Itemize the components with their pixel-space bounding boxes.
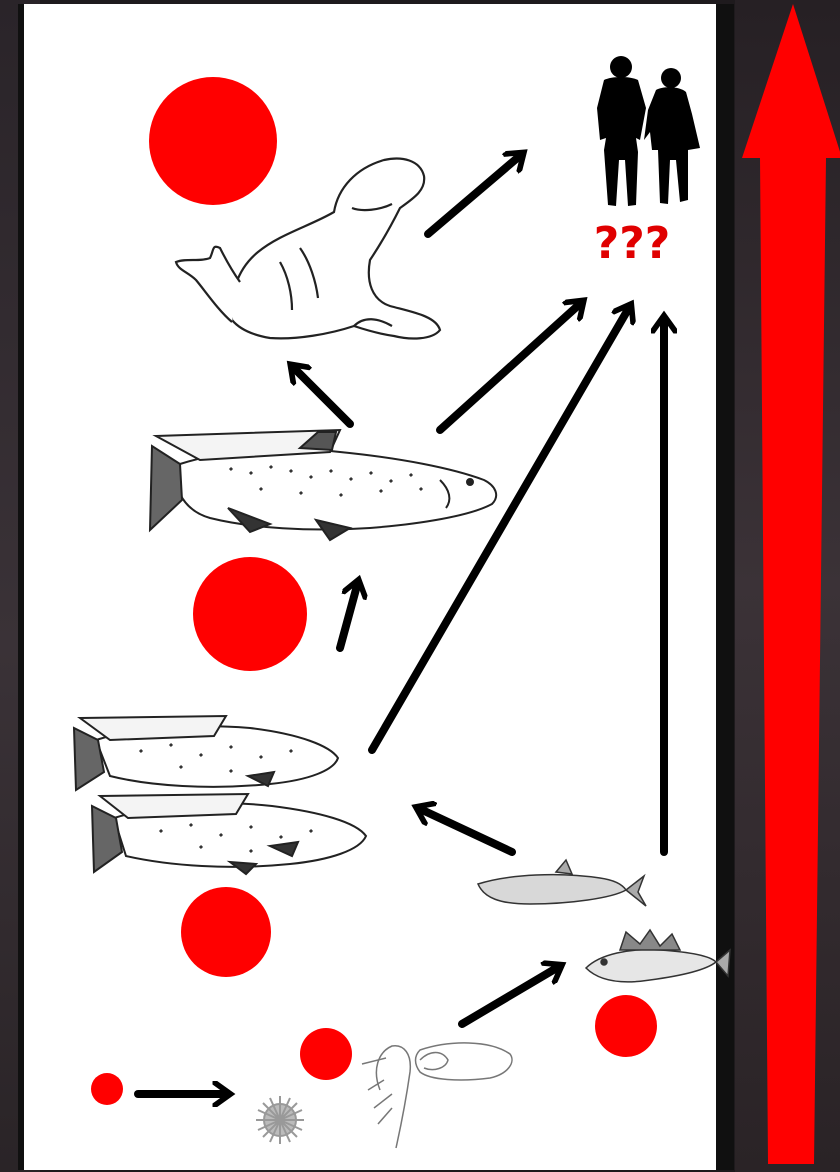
arrow-smelt-to-two-trout xyxy=(418,808,512,852)
accumulation-dot-zooplankton xyxy=(300,1028,352,1080)
accumulation-dot-seal xyxy=(149,77,277,205)
two-trout-icon xyxy=(74,716,366,874)
zooplankton-icon xyxy=(362,1043,512,1148)
accumulation-dot-large-trout xyxy=(193,557,307,671)
unknown-effect-label: ??? xyxy=(594,218,671,269)
smelt-fish-icon xyxy=(478,860,646,906)
large-trout-icon xyxy=(150,430,496,540)
arrow-seal-to-humans xyxy=(428,154,522,234)
accumulation-dot-phytoplankton xyxy=(91,1073,123,1105)
phytoplankton-icon xyxy=(256,1096,304,1144)
accumulation-dot-sculpin xyxy=(595,995,657,1057)
arrow-two-trout-to-large-trout xyxy=(340,582,358,648)
arrow-large-trout-to-seal xyxy=(292,366,350,424)
arrow-large-trout-to-humans xyxy=(440,302,582,430)
humans-silhouette-icon xyxy=(597,56,700,206)
arrow-zoo-to-sculpin xyxy=(462,966,560,1024)
accumulation-dot-two-trout xyxy=(181,887,271,977)
sculpin-fish-icon xyxy=(586,930,730,982)
trend-arrow-up xyxy=(742,4,840,1164)
